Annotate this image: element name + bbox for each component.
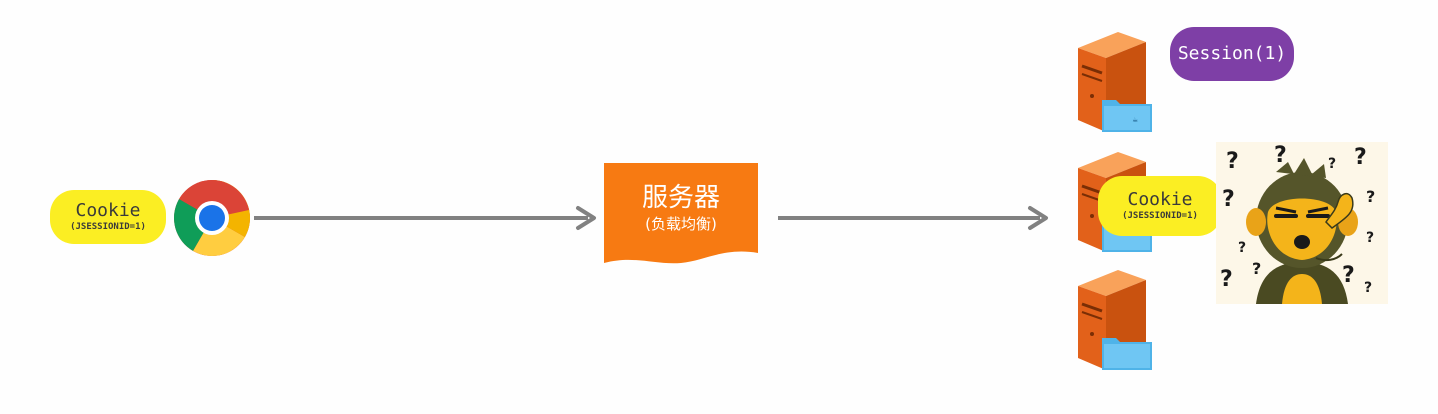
arrow-head-2 [1028,206,1048,230]
load-balancer-title: 服务器 [641,183,720,213]
arrow-lb-to-servers [778,216,1040,220]
document-shape-icon [604,163,758,264]
session-badge: Session(1) [1170,27,1294,81]
svg-text:?: ? [1364,280,1372,296]
svg-text:?: ? [1328,156,1336,172]
browser-cookie-badge: Cookie (JSESSIONID=1) [50,190,166,244]
svg-text:?: ? [1274,143,1287,168]
svg-text:?: ? [1252,259,1261,278]
session-label: Session(1) [1177,43,1287,64]
svg-text:?: ? [1342,263,1355,288]
load-balancer-subtitle: (负载均衡) [645,215,717,233]
chrome-icon [174,180,250,256]
server-icon [1078,270,1152,370]
svg-text:?: ? [1222,187,1235,212]
confused-monkey-icon: ? ? ? ? ? ? ? ? ? ? ? ? [1216,142,1388,304]
browser-cookie-label: Cookie [75,200,141,221]
load-balancer-node: 服务器 (负载均衡) [604,163,758,269]
server-icon: ☕ [1078,32,1152,132]
svg-text:?: ? [1366,230,1374,246]
server-cookie-badge: Cookie (JSESSIONID=1) [1098,176,1222,236]
server-cookie-label: Cookie [1127,189,1193,210]
server-cookie-sub: (JSESSIONID=1) [1122,211,1198,221]
svg-text:?: ? [1366,187,1375,206]
arrow-head-1 [576,206,596,230]
svg-text:?: ? [1238,240,1246,256]
arrow-browser-to-lb [254,216,588,220]
svg-text:?: ? [1220,267,1233,292]
svg-text:☕: ☕ [1132,116,1138,124]
browser-cookie-sub: (JSESSIONID=1) [70,222,146,232]
svg-text:?: ? [1226,149,1239,174]
svg-text:?: ? [1354,145,1367,170]
